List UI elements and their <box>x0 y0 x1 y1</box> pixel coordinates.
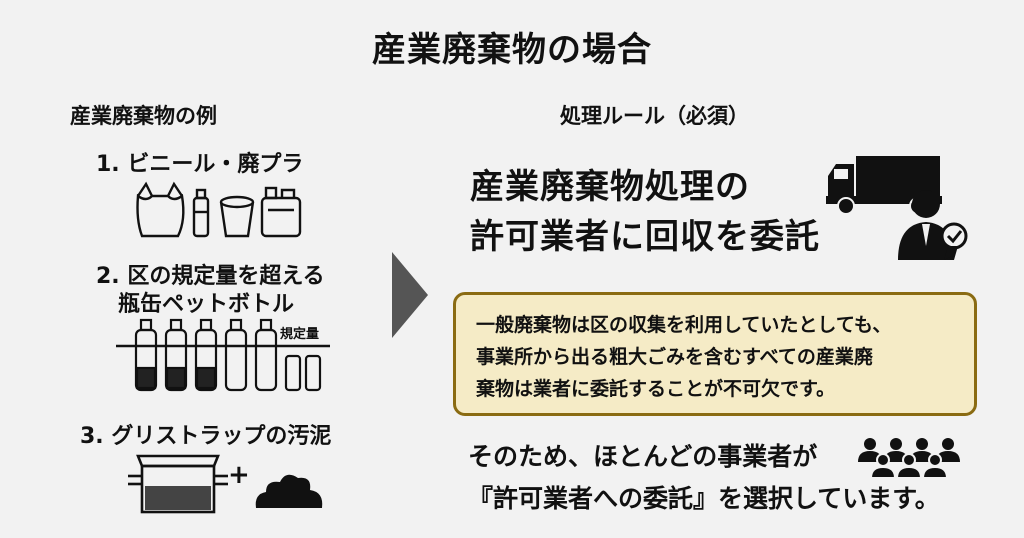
note-line2: 事業所から出る粗大ごみを含むすべての産業廃 <box>476 346 873 368</box>
main-rule-line2: 許可業者に回収を委託 <box>470 217 820 257</box>
conclusion: そのため、ほとんどの事業者が 『許可業者への委託』を選択しています。 <box>468 436 940 520</box>
examples-heading: 産業廃棄物の例 <box>70 104 217 128</box>
plastic-items-icon-row <box>136 181 302 238</box>
note-line1: 一般廃棄物は区の収集を利用していたとしても、 <box>476 314 892 336</box>
conclusion-line1: そのため、ほとんどの事業者が <box>468 442 818 471</box>
item-2-label-line2: 瓶缶ペットボトル <box>118 292 295 317</box>
item-1-label: 1. ビニール・廃プラ <box>96 152 304 177</box>
note-box: 一般廃棄物は区の収集を利用していたとしても、 事業所から出る粗大ごみを含むすべて… <box>453 292 977 416</box>
page-title: 産業廃棄物の場合 <box>372 30 652 70</box>
item-2-label-line1: 2. 区の規定量を超える <box>96 264 325 289</box>
conclusion-line2: 『許可業者への委託』を選択しています。 <box>468 484 940 513</box>
grease-trap-icon <box>128 454 228 514</box>
bottle-icon <box>192 188 210 238</box>
rules-heading: 処理ルール（必須） <box>560 104 749 128</box>
arrow-right-icon <box>392 252 428 338</box>
pet-bottles-icon <box>116 318 330 392</box>
plus-sign: + <box>228 460 250 490</box>
main-rule: 産業廃棄物処理の 許可業者に回収を委託 <box>470 162 820 262</box>
sludge-icon <box>255 474 323 508</box>
people-group-icon <box>858 438 960 478</box>
businessman-certificate-icon <box>898 190 968 260</box>
main-rule-line1: 産業廃棄物処理の <box>470 167 750 207</box>
jerrycan-icon <box>260 186 302 238</box>
plastic-bag-icon <box>136 181 185 238</box>
bucket-icon <box>219 195 255 238</box>
item-3-label: 3. グリストラップの汚泥 <box>80 424 332 449</box>
note-line3: 棄物は業者に委託することが不可欠です。 <box>476 378 836 400</box>
limit-label: 規定量 <box>280 327 320 342</box>
cans-icon <box>284 354 322 392</box>
